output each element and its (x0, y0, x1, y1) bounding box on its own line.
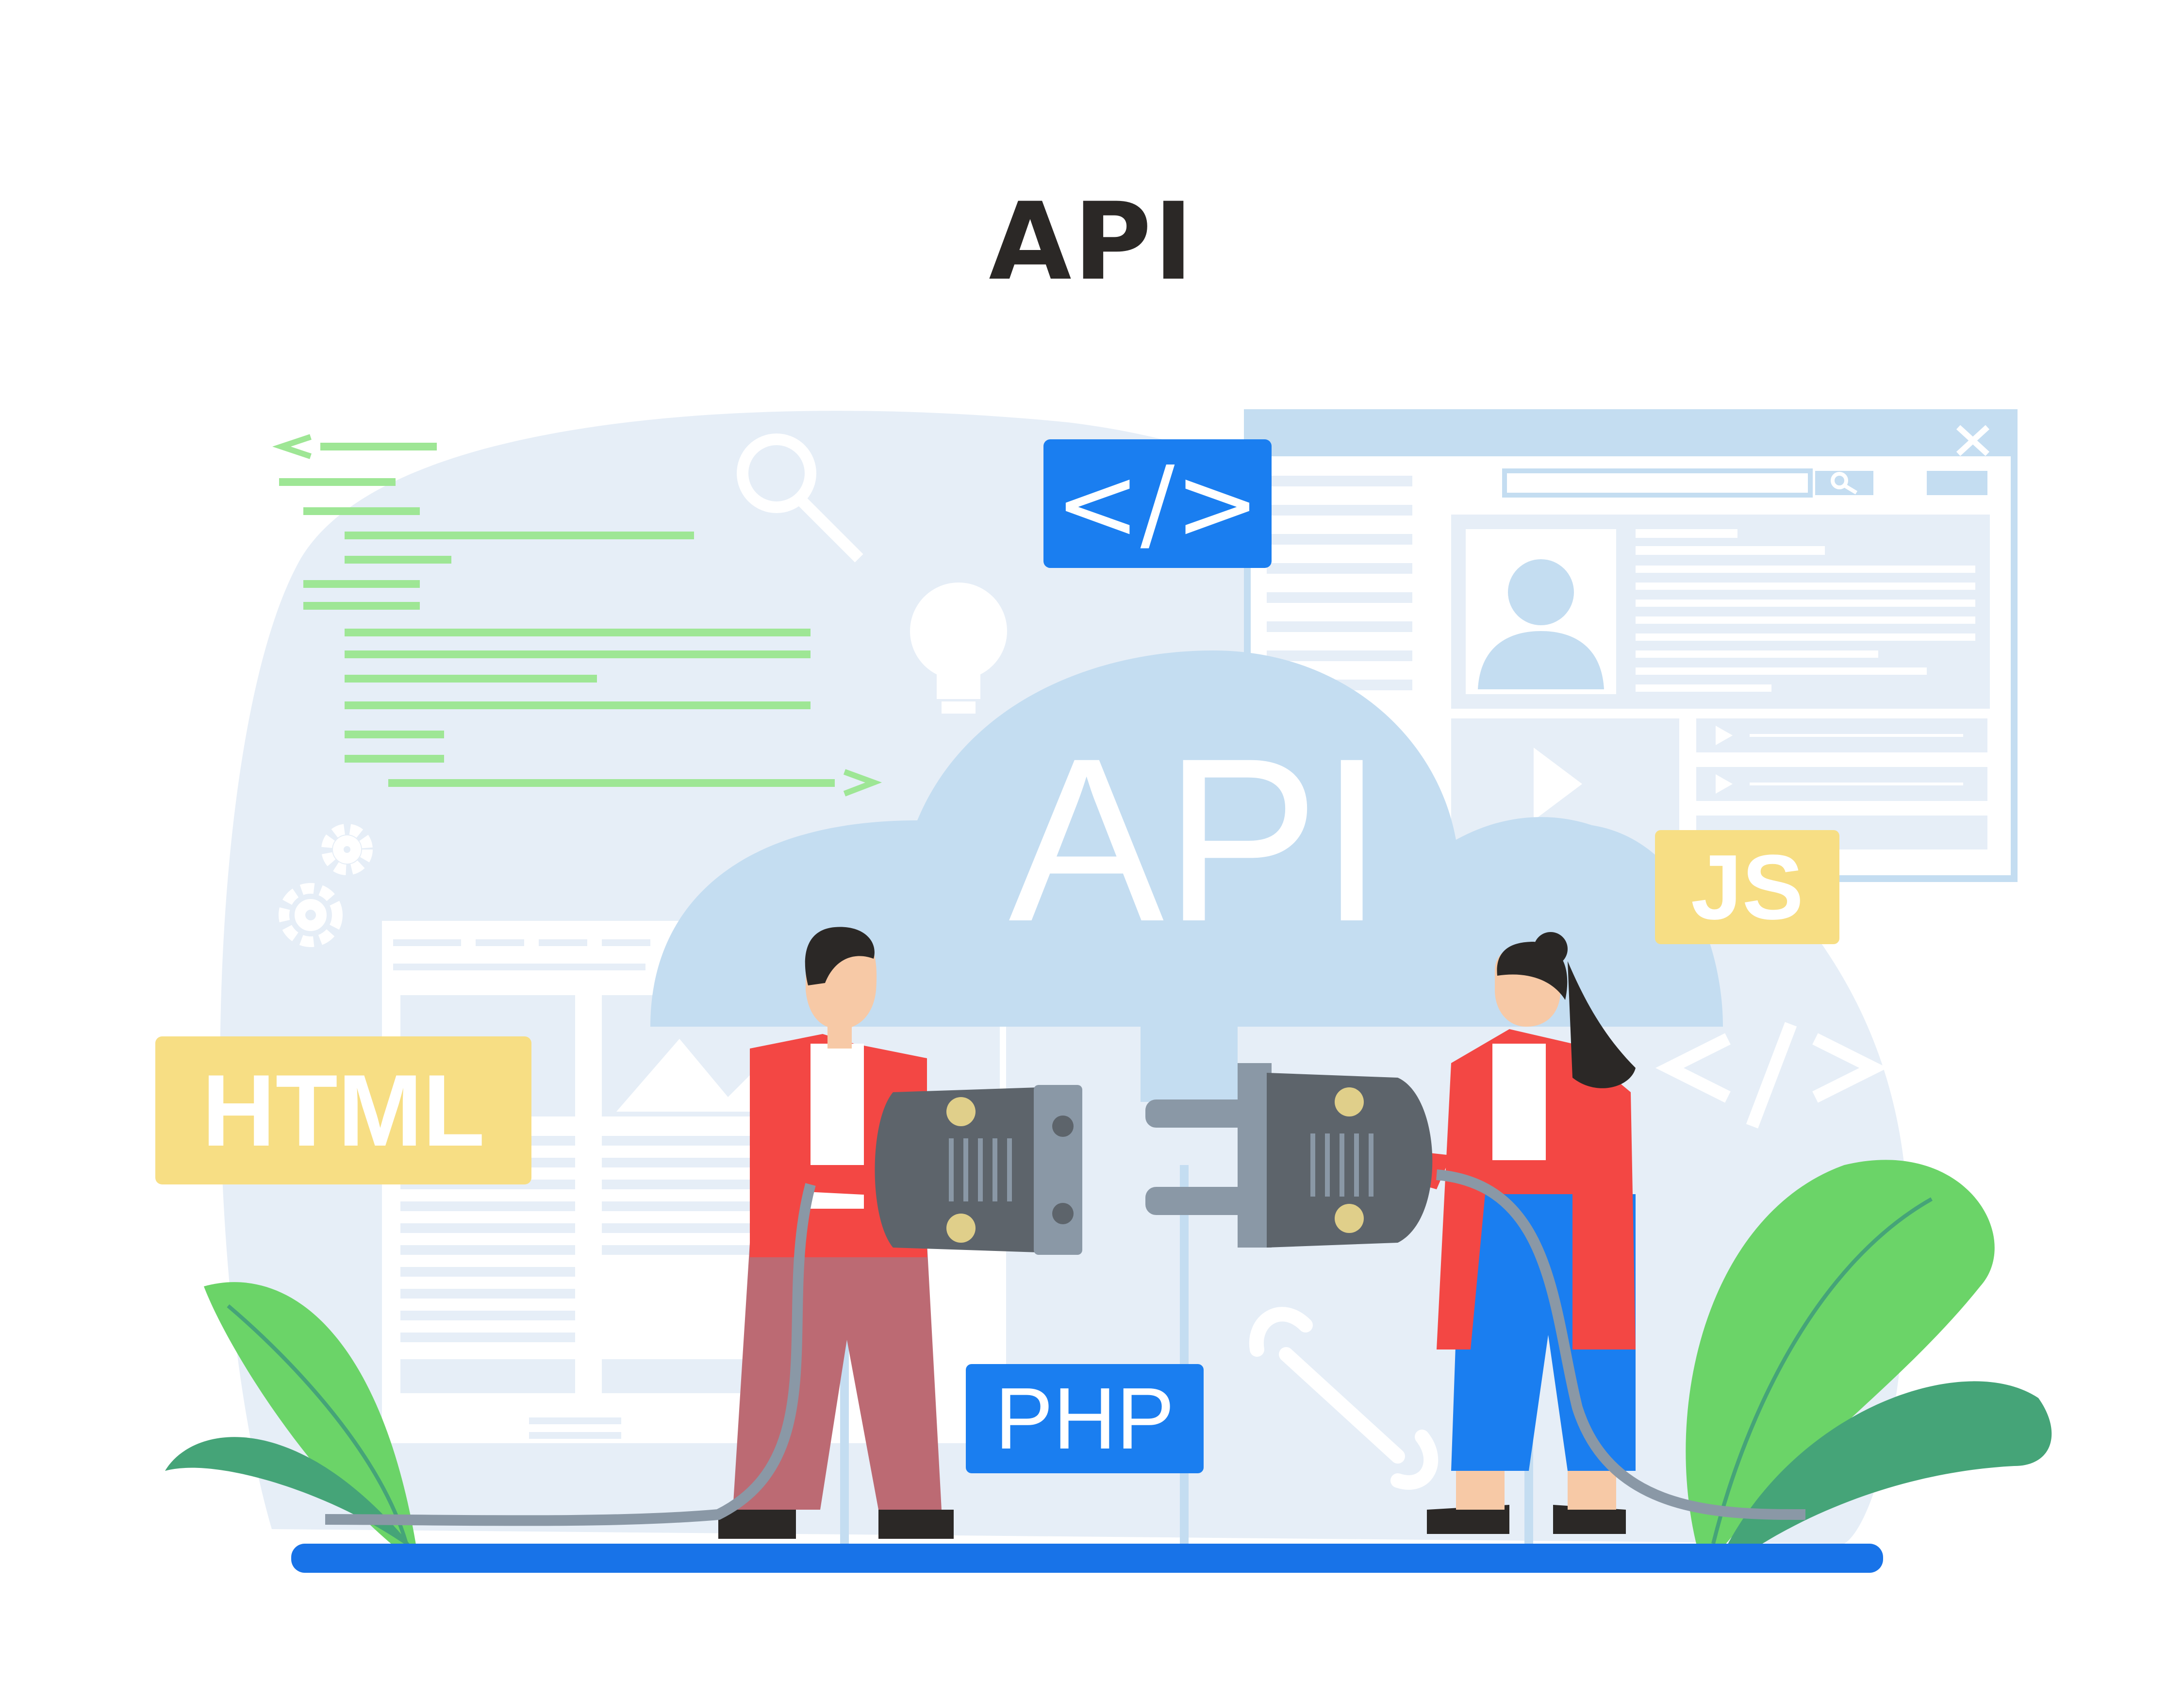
code-brackets-tag: </> (1043, 439, 1272, 568)
floor-line (291, 1544, 1883, 1573)
gear-icon (279, 824, 373, 947)
search-icon (1831, 472, 1858, 495)
code-tag-faded (1655, 1022, 1888, 1129)
api-cloud (650, 650, 1723, 1027)
cable-right (1436, 1169, 1806, 1520)
plug-socket-left (875, 1085, 1082, 1255)
close-icon (1956, 425, 1990, 456)
magnifier-icon (737, 433, 863, 563)
html-tag: HTML (155, 1036, 531, 1184)
lightbulb-icon (910, 583, 1007, 714)
play-icon (1534, 748, 1582, 820)
page-title: API (989, 180, 1195, 304)
php-tag: PHP (966, 1364, 1204, 1473)
js-tag: JS (1655, 830, 1839, 944)
plant-left (165, 1282, 417, 1553)
code-lines (272, 434, 882, 797)
wrench-icon (1249, 1307, 1439, 1490)
plug-right (1145, 1063, 1433, 1248)
cloud-api-label: API (1009, 709, 1384, 970)
cable-left (325, 1183, 816, 1526)
user-avatar-icon (1478, 559, 1604, 689)
